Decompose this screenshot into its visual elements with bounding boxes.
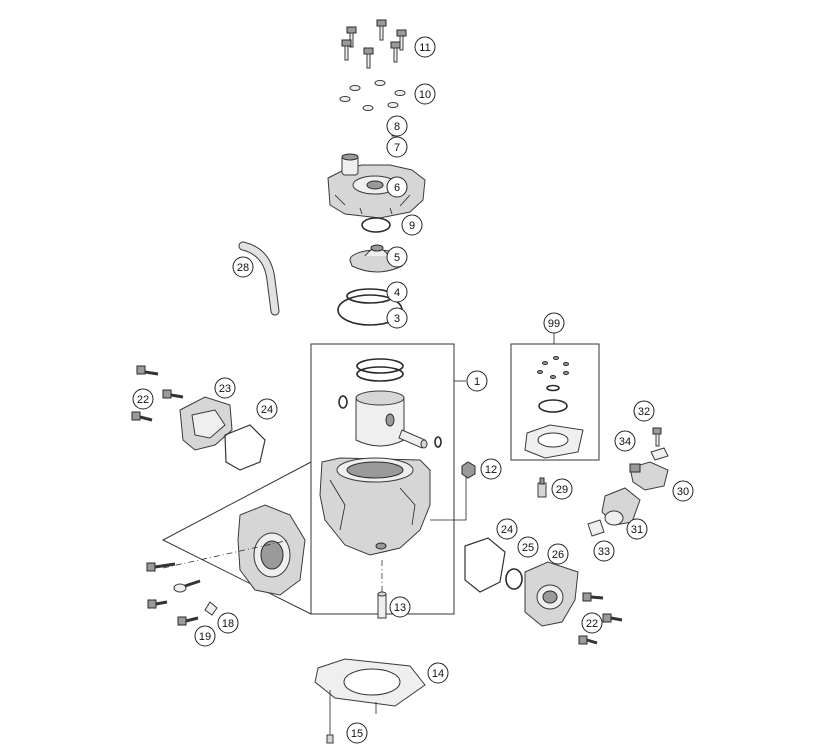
callout-label: 5	[394, 252, 400, 264]
right-bolts	[578, 592, 623, 645]
callout-label: 22	[586, 618, 598, 630]
callout-29: 29	[551, 478, 573, 500]
left-valve-cover	[179, 396, 233, 451]
callout-28: 28	[232, 256, 254, 278]
callout-label: 19	[199, 631, 211, 643]
callout-33: 33	[593, 540, 615, 562]
callout-label: 3	[394, 313, 400, 325]
cylinder-nut	[461, 461, 476, 479]
cylinder	[319, 457, 431, 556]
callout-label: 26	[552, 549, 564, 561]
callout-32: 32	[633, 400, 655, 422]
callout-13: 13	[389, 596, 411, 618]
callout-9: 9	[401, 214, 423, 236]
callout-3: 3	[386, 307, 408, 329]
flange-bolts	[146, 562, 201, 626]
callout-label: 1	[474, 376, 480, 388]
callout-4: 4	[386, 281, 408, 303]
callout-19: 19	[194, 625, 216, 647]
head-bolt-washers	[339, 80, 406, 111]
cap-33	[587, 519, 605, 537]
callout-label: 18	[222, 618, 234, 630]
callout-7: 7	[386, 136, 408, 158]
left-bolts	[131, 365, 184, 422]
right-cover-gasket	[464, 537, 506, 593]
right-cover-o-ring	[505, 568, 523, 590]
callout-label: 4	[394, 287, 400, 299]
exhaust-flange	[237, 504, 306, 596]
piston-ring-1	[356, 358, 404, 374]
dowel-15	[326, 734, 334, 744]
callout-label: 33	[598, 546, 610, 558]
head-gasket-ring-small	[346, 288, 394, 304]
callout-12: 12	[480, 458, 502, 480]
callout-label: 10	[419, 89, 431, 101]
callout-26: 26	[547, 543, 569, 565]
callout-label: 12	[485, 464, 497, 476]
callout-label: 24	[261, 404, 273, 416]
callout-label: 7	[394, 142, 400, 154]
spacer-34	[650, 447, 669, 461]
callout-label: 11	[419, 42, 430, 54]
callout-label: 25	[522, 542, 534, 554]
callout-label: 6	[394, 182, 400, 194]
callout-label: 32	[638, 406, 650, 418]
dowel-pin	[377, 591, 387, 619]
callout-18: 18	[217, 612, 239, 634]
piston-ring-2	[356, 366, 404, 382]
callout-8: 8	[386, 115, 408, 137]
callout-label: 23	[219, 383, 231, 395]
callout-6: 6	[386, 176, 408, 198]
bolt-32	[652, 427, 662, 447]
actuator-30	[629, 461, 669, 491]
callout-label: 29	[556, 484, 568, 496]
callout-15: 15	[346, 722, 368, 744]
callout-5: 5	[386, 246, 408, 268]
callout-99: 99	[543, 312, 565, 334]
callout-label: 31	[631, 524, 643, 536]
callout-14: 14	[427, 662, 449, 684]
callout-10: 10	[414, 83, 436, 105]
callout-label: 13	[394, 602, 406, 614]
callout-label: 34	[619, 436, 631, 448]
piston	[355, 390, 405, 447]
callout-label: 8	[394, 121, 400, 133]
callout-label: 9	[409, 220, 415, 232]
right-valve-cover	[524, 561, 579, 627]
head-o-ring	[361, 217, 391, 233]
callout-30: 30	[672, 480, 694, 502]
callout-22-left: 22	[132, 388, 154, 410]
callout-label: 22	[137, 394, 149, 406]
cylinder-base-gasket	[314, 658, 426, 735]
gasket-kit-frame	[510, 343, 600, 461]
callout-31: 31	[626, 518, 648, 540]
callout-34: 34	[614, 430, 636, 452]
piston-pin-clip-left	[338, 395, 348, 409]
temperature-sensor	[537, 477, 547, 498]
cylinder-head-bolts	[341, 19, 407, 69]
callout-24-right: 24	[496, 518, 518, 540]
callout-label: 14	[432, 668, 444, 680]
callout-label: 24	[501, 524, 513, 536]
callout-label: 28	[237, 262, 249, 274]
callout-label: 15	[351, 728, 363, 740]
clip-18	[204, 601, 218, 616]
cylinder-head	[327, 153, 426, 219]
callout-25: 25	[517, 536, 539, 558]
piston-pin-clip-right	[434, 436, 442, 448]
callout-24-left: 24	[256, 398, 278, 420]
callout-23: 23	[214, 377, 236, 399]
gasket-kit-contents	[524, 356, 584, 459]
callout-label: 99	[548, 318, 560, 330]
callout-22-right: 22	[581, 612, 603, 634]
callout-1: 1	[466, 370, 488, 392]
left-cover-gasket	[224, 424, 266, 471]
callout-label: 30	[677, 486, 689, 498]
callout-11: 11	[414, 36, 436, 58]
piston-pin	[398, 429, 428, 449]
